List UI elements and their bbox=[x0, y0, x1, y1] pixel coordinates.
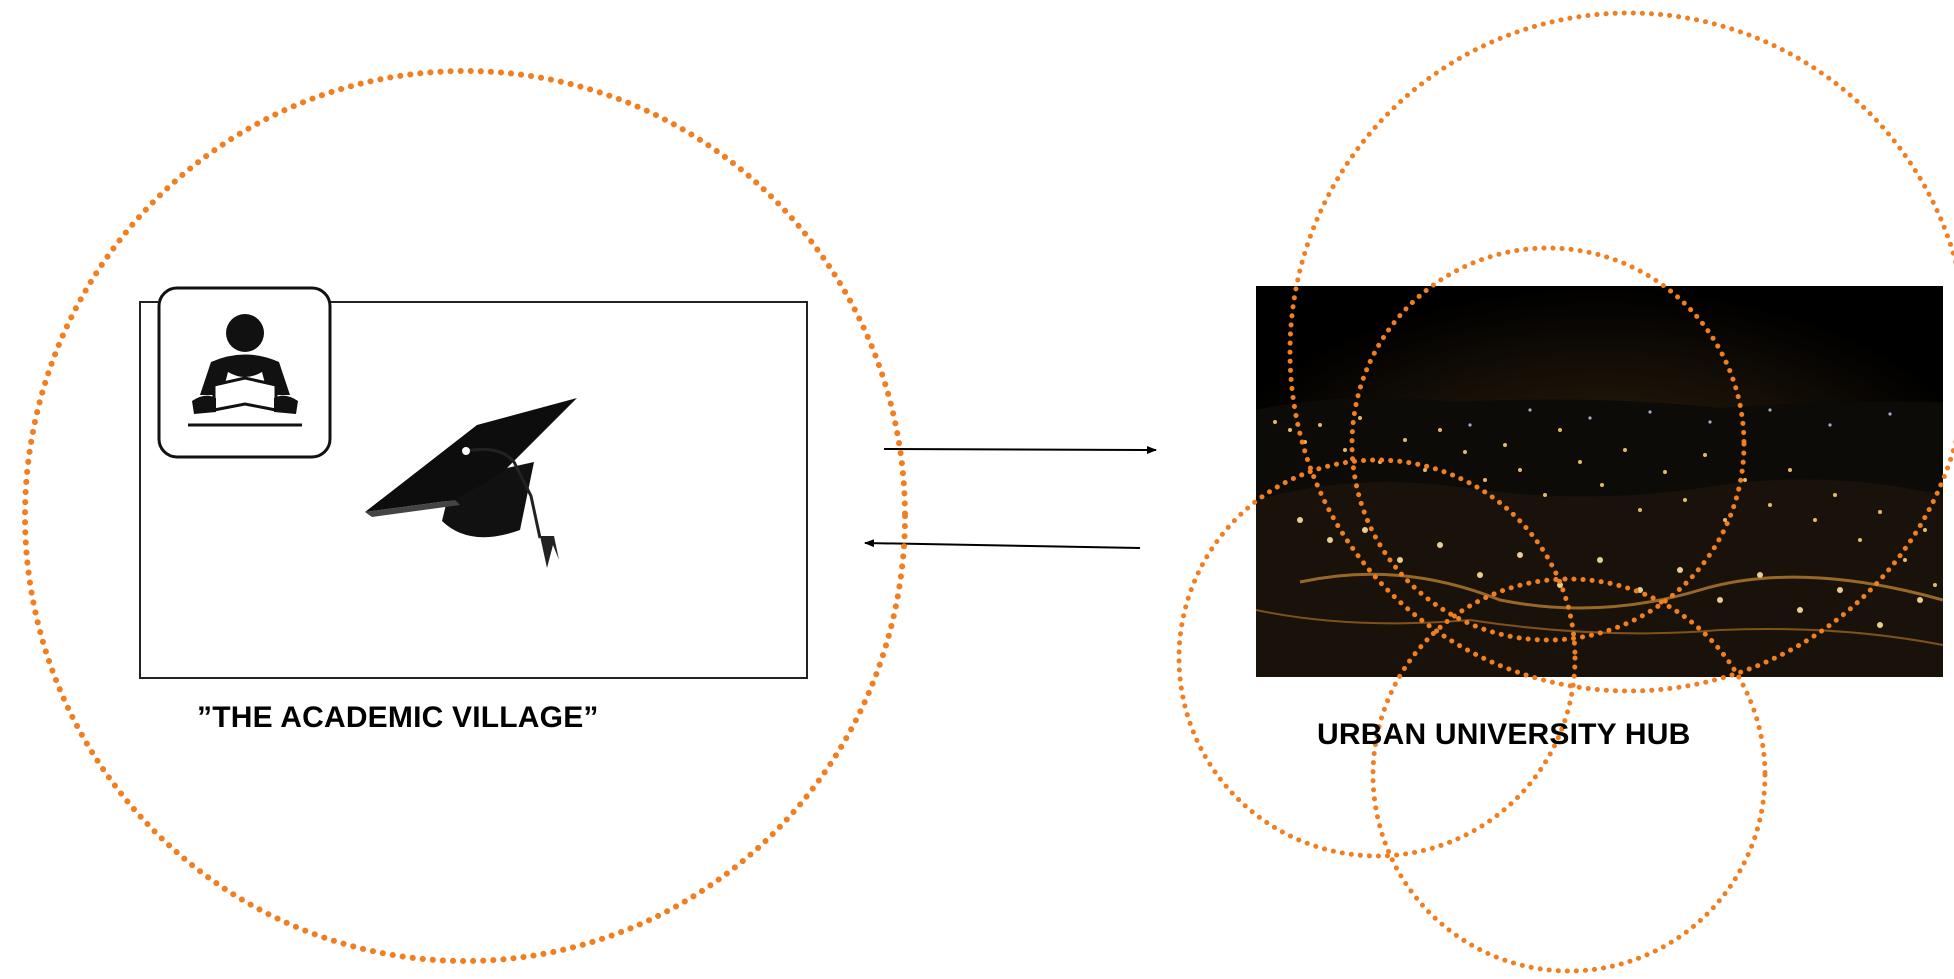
arrow-to-urban-hub bbox=[883, 445, 1157, 454]
urban-lower-right-circle bbox=[1370, 576, 1768, 974]
reading-person-icon bbox=[157, 286, 332, 459]
night-city-photo bbox=[1256, 286, 1943, 677]
urban-lower-left-circle bbox=[1176, 457, 1578, 859]
urban-large-circle bbox=[1287, 10, 1954, 694]
arrow-to-academic-village bbox=[864, 539, 1141, 549]
academic-village-circle bbox=[22, 68, 908, 964]
urban-middle-circle bbox=[1349, 245, 1747, 643]
academic-village-label: ”THE ACADEMIC VILLAGE” bbox=[197, 701, 599, 734]
urban-university-hub-label: URBAN UNIVERSITY HUB bbox=[1317, 718, 1691, 751]
graduation-cap-icon bbox=[365, 398, 577, 568]
